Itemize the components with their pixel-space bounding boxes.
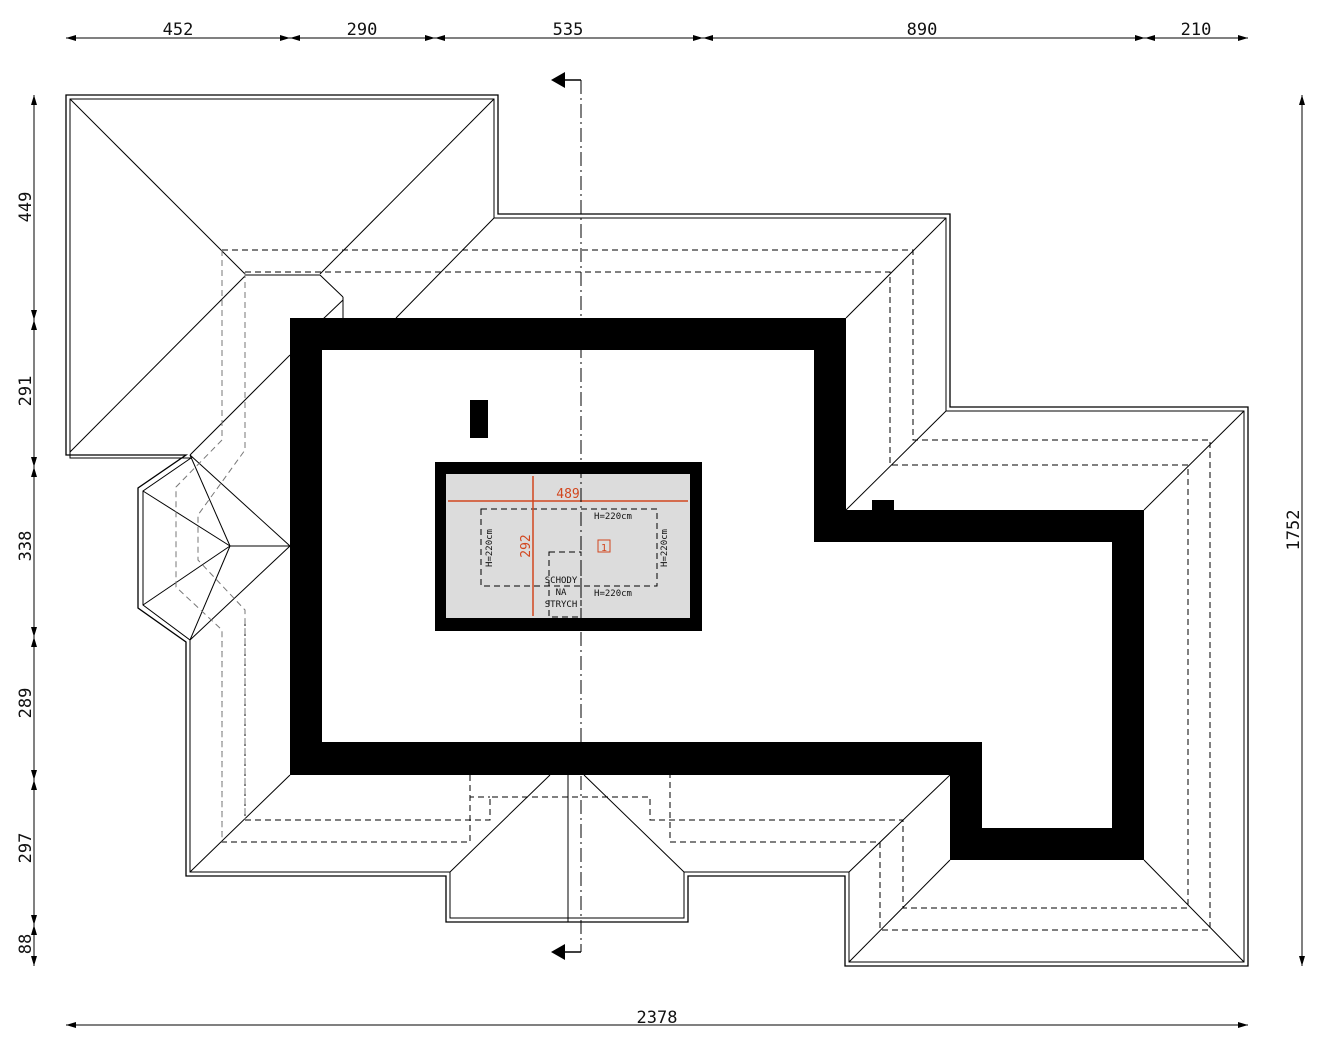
section-line [551, 72, 582, 960]
chimney [470, 400, 488, 438]
walls [290, 318, 1144, 860]
dim-left-5: 297 [16, 833, 36, 864]
dim-top-3: 535 [553, 20, 584, 40]
left-dimension-chain: 449 291 338 289 297 88 [16, 95, 37, 966]
roof-ridges [69, 98, 1245, 963]
right-dimension-total: 1752 [1284, 95, 1305, 966]
dim-top-4: 890 [907, 20, 938, 40]
dim-bottom-total: 2378 [637, 1008, 678, 1028]
dim-right-total: 1752 [1284, 510, 1304, 551]
bottom-dimension-total: 2378 [66, 1008, 1248, 1028]
room-number: 1 [601, 543, 607, 554]
dim-left-3: 338 [16, 531, 36, 562]
top-dimension-chain: 452 290 535 890 210 [66, 20, 1248, 41]
stairs-label-1: SCHODY [545, 576, 578, 586]
dim-left-2: 291 [16, 376, 36, 407]
room-width-label: 489 [556, 487, 579, 502]
height-label-left: H=220cm [485, 529, 495, 567]
dim-top-5: 210 [1181, 20, 1212, 40]
vent [872, 500, 894, 510]
dim-left-4: 289 [16, 688, 36, 719]
attic-room: 489 292 H=220cm H=220cm H=220cm H=220cm … [435, 462, 702, 631]
dim-top-1: 452 [163, 20, 194, 40]
height-label-bottom: H=220cm [594, 589, 632, 599]
stairs-label-3: STRYCH [545, 600, 578, 610]
roof-outline [65, 94, 1249, 967]
dashed-eave-lines [175, 249, 1211, 931]
stairs-label-2: NA [556, 588, 567, 598]
dim-top-2: 290 [347, 20, 378, 40]
height-label-right: H=220cm [660, 529, 670, 567]
dim-left-6: 88 [16, 934, 36, 954]
dim-left-1: 449 [16, 192, 36, 223]
height-label-top: H=220cm [594, 512, 632, 522]
room-depth-label: 292 [519, 534, 534, 557]
